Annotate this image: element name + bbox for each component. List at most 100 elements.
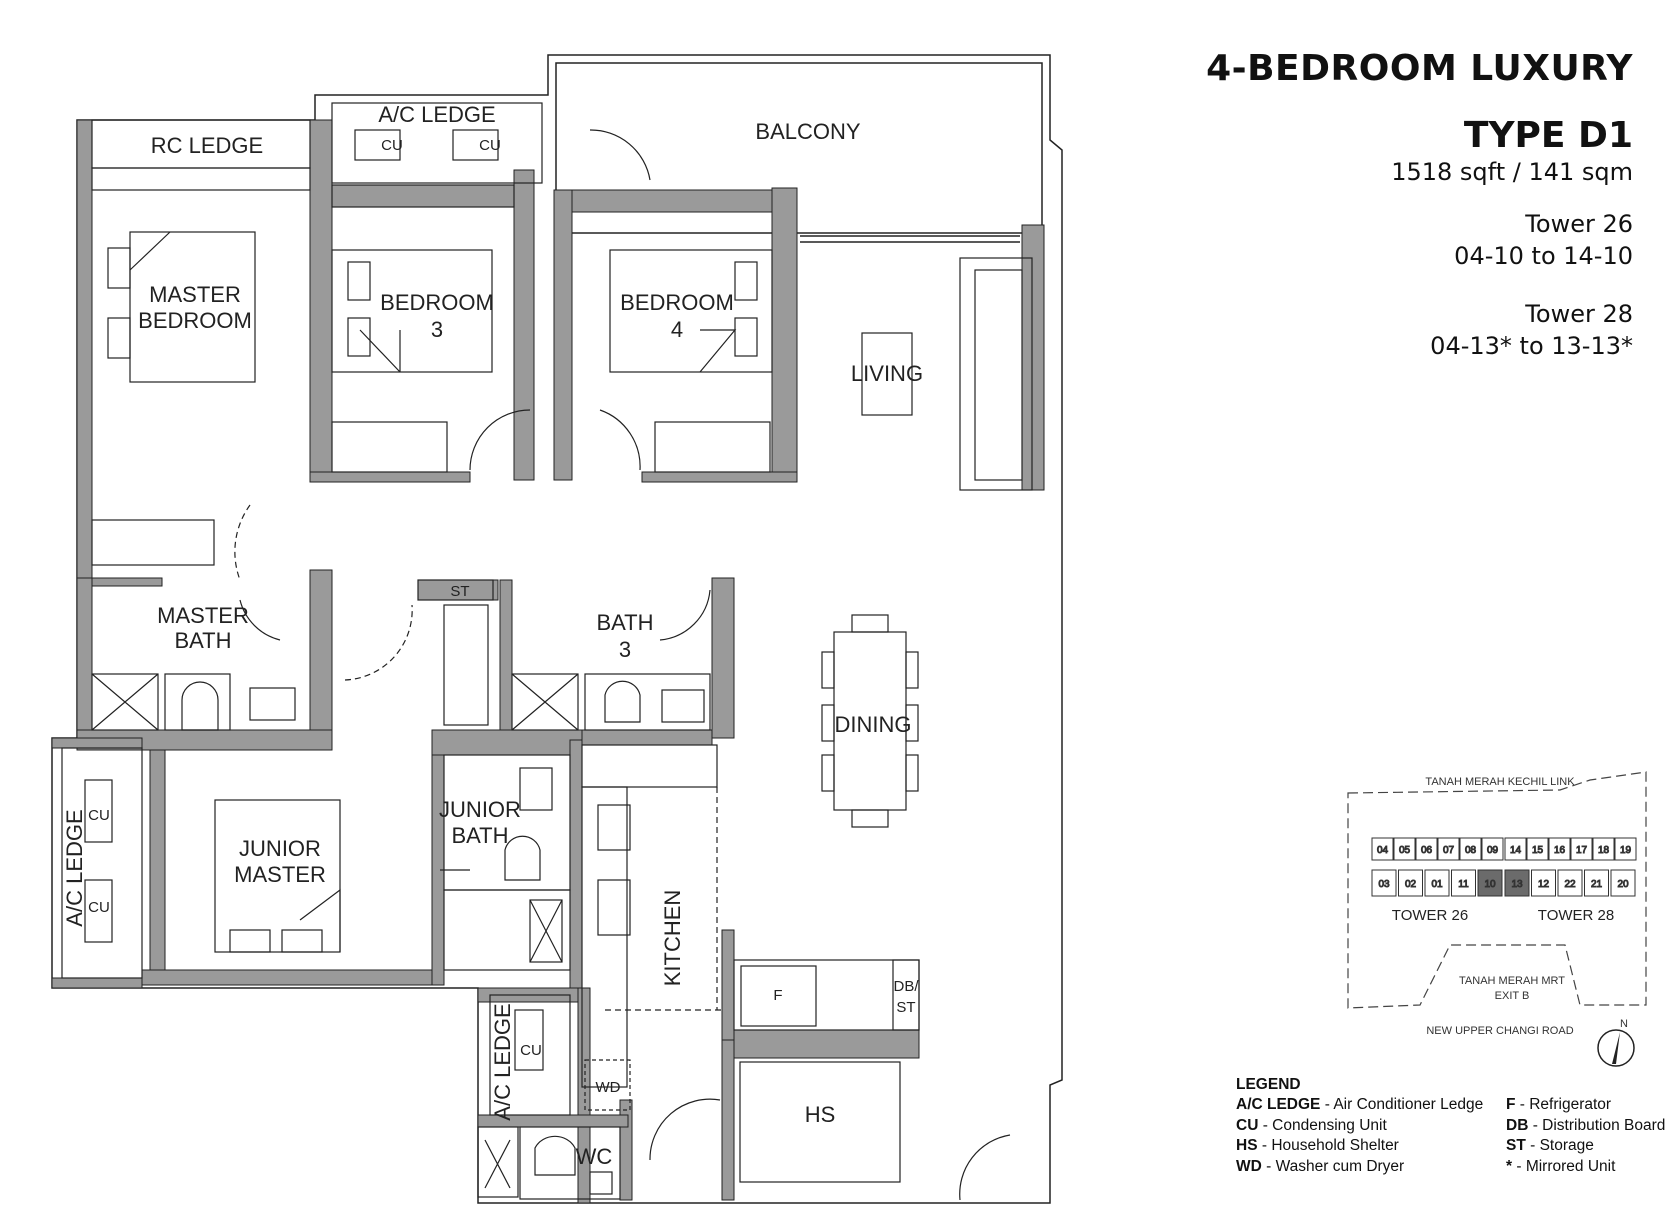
living-label: LIVING bbox=[851, 361, 923, 386]
balcony-label: BALCONY bbox=[755, 119, 860, 144]
legend-desc: - Washer cum Dryer bbox=[1261, 1157, 1405, 1175]
ac-ledge-top-label: A/C LEDGE bbox=[378, 102, 495, 127]
wall bbox=[553, 189, 573, 481]
legend-desc: - Refrigerator bbox=[1515, 1096, 1612, 1113]
tower-a-units: 04-10 to 14-10 bbox=[1454, 242, 1633, 270]
site-unit-label: 16 bbox=[1554, 845, 1566, 856]
coffee-table bbox=[861, 332, 913, 416]
site-unit-label: 09 bbox=[1487, 845, 1499, 856]
legend-item: * - Mirrored Unit bbox=[1506, 1157, 1665, 1178]
legend-abbr: DB bbox=[1506, 1116, 1529, 1134]
legend-heading: LEGEND bbox=[1236, 1076, 1301, 1093]
unit-info: 4-BEDROOM LUXURY TYPE D1 1518 sqft / 141… bbox=[1206, 48, 1633, 362]
tower28-label: TOWER 28 bbox=[1538, 907, 1614, 924]
wall bbox=[577, 987, 591, 1204]
master-bedroom-label-2: BEDROOM bbox=[138, 308, 252, 333]
site-unit bbox=[1610, 869, 1636, 897]
wc-label: WC bbox=[576, 1144, 613, 1169]
site-unit-label: 14 bbox=[1510, 845, 1522, 856]
legend-item: WD - Washer cum Dryer bbox=[1236, 1157, 1483, 1178]
legend-abbr: ST bbox=[1506, 1137, 1526, 1154]
junior-bath-label-2: BATH bbox=[451, 823, 508, 848]
legend-desc: - Distribution Board bbox=[1528, 1116, 1666, 1134]
site-unit-label: 15 bbox=[1532, 845, 1544, 856]
bed bbox=[214, 799, 341, 953]
site-unit bbox=[1371, 869, 1397, 897]
legend-item: A/C LEDGE - Air Conditioner Ledge bbox=[1236, 1095, 1483, 1116]
bed bbox=[331, 249, 493, 373]
wall bbox=[641, 471, 798, 483]
site-unit-label: 22 bbox=[1564, 879, 1576, 890]
fridge-label: F bbox=[773, 987, 782, 1004]
unit-type: TYPE D1 bbox=[1463, 115, 1633, 156]
cu-label: CU bbox=[479, 137, 501, 154]
legend-abbr: A/C LEDGE bbox=[1236, 1096, 1321, 1113]
cu-label: CU bbox=[381, 137, 403, 154]
legend-item: HS - Household Shelter bbox=[1236, 1136, 1483, 1157]
wall bbox=[711, 577, 735, 739]
wall bbox=[91, 577, 163, 587]
wardrobe bbox=[654, 421, 771, 473]
site-unit-label: 08 bbox=[1465, 845, 1477, 856]
site-unit-label: 02 bbox=[1405, 879, 1417, 890]
wd-label: WD bbox=[596, 1079, 621, 1096]
wall bbox=[513, 169, 535, 481]
site-unit bbox=[1459, 837, 1482, 861]
legend-abbr: WD bbox=[1236, 1157, 1262, 1175]
site-unit bbox=[1424, 869, 1450, 897]
wall bbox=[331, 184, 515, 208]
road-bottom-label: NEW UPPER CHANGI ROAD bbox=[1426, 1025, 1573, 1037]
site-unit-label: 03 bbox=[1378, 879, 1390, 890]
bed bbox=[129, 231, 256, 383]
site-unit bbox=[1504, 869, 1530, 897]
wall bbox=[309, 471, 471, 483]
wall bbox=[569, 739, 583, 1001]
legend-desc: - Condensing Unit bbox=[1258, 1116, 1387, 1134]
site-unit bbox=[1570, 837, 1593, 861]
bedroom4-label-2: 4 bbox=[671, 317, 683, 342]
site-unit bbox=[1614, 837, 1637, 861]
bedroom4-label-1: BEDROOM bbox=[620, 290, 734, 315]
legend-item: CU - Condensing Unit bbox=[1236, 1116, 1483, 1137]
dining-label: DINING bbox=[835, 712, 912, 737]
site-unit-label: 12 bbox=[1538, 879, 1550, 890]
site-unit-label: 05 bbox=[1399, 845, 1411, 856]
site-unit bbox=[1451, 869, 1476, 897]
wall bbox=[51, 977, 143, 989]
site-unit bbox=[1557, 869, 1583, 897]
unit-title: 4-BEDROOM LUXURY bbox=[1206, 48, 1633, 89]
site-unit bbox=[1481, 837, 1504, 861]
wall bbox=[1021, 224, 1045, 491]
wall bbox=[76, 119, 93, 581]
legend-desc: - Storage bbox=[1525, 1137, 1594, 1154]
legend-abbr: CU bbox=[1236, 1116, 1259, 1134]
master-bath-label-2: BATH bbox=[174, 628, 231, 653]
legend-item: ST - Storage bbox=[1506, 1136, 1665, 1157]
site-unit-label: 21 bbox=[1591, 879, 1603, 890]
wall bbox=[141, 969, 443, 986]
wardrobe bbox=[331, 421, 448, 473]
exterior-outline bbox=[51, 54, 1063, 1204]
mrt-label-1: TANAH MERAH MRT bbox=[1459, 975, 1565, 987]
legend-abbr: F bbox=[1506, 1096, 1516, 1113]
legend-desc: - Mirrored Unit bbox=[1512, 1157, 1616, 1175]
door-swing bbox=[589, 129, 651, 181]
wall bbox=[721, 1039, 735, 1201]
wall bbox=[309, 569, 333, 739]
cu-label: CU bbox=[88, 899, 110, 916]
legend-desc: - Household Shelter bbox=[1257, 1137, 1399, 1154]
site-unit bbox=[1548, 837, 1571, 861]
wall bbox=[149, 749, 166, 971]
wall bbox=[499, 579, 513, 731]
balcony-outline bbox=[555, 62, 1043, 234]
wall bbox=[431, 729, 583, 756]
site-unit bbox=[1398, 869, 1423, 897]
rc-ledge-label: RC LEDGE bbox=[151, 133, 263, 158]
bath3-label-1: BATH bbox=[596, 610, 653, 635]
wall bbox=[309, 119, 333, 481]
compass-icon bbox=[1597, 1029, 1635, 1067]
